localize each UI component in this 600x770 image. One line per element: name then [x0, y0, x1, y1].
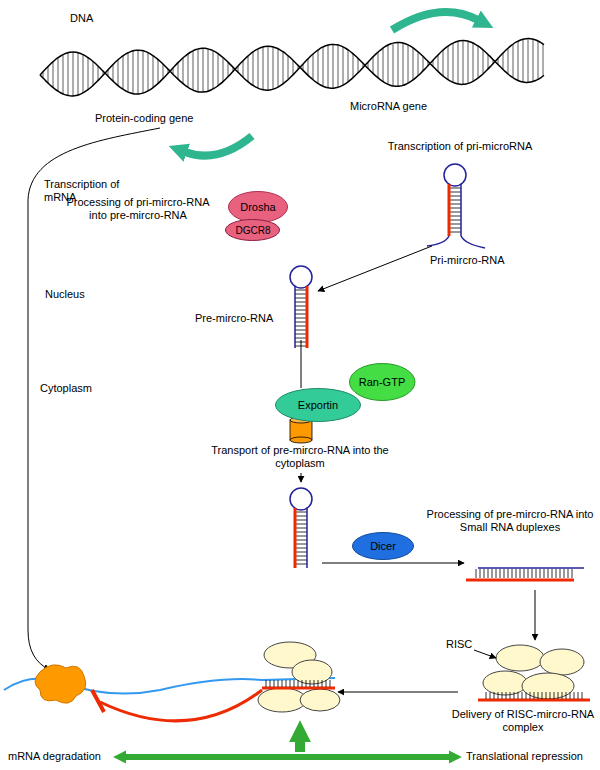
outcome-arrow	[295, 740, 305, 752]
node-shape	[349, 364, 414, 401]
step-label: Delivery of RISC-mircro-RNA complex	[448, 708, 598, 734]
node-shape	[353, 533, 414, 560]
delivery-arrow	[338, 692, 458, 693]
step-label: Processing of pre-mircro-RNA into Small …	[425, 508, 595, 534]
node-label: Dicer	[370, 540, 396, 553]
rna-duplex	[466, 568, 584, 580]
dna-helix	[40, 39, 544, 97]
exportin-protein: Exportin	[275, 388, 361, 422]
node-label: Exportin	[298, 399, 338, 412]
compartment-label: Cytoplasm	[40, 382, 92, 395]
node-label: DGCR8	[235, 224, 270, 237]
dicer-protein: Dicer	[352, 532, 414, 560]
hairpins	[290, 164, 485, 568]
transcription-arrow	[392, 12, 478, 30]
step-label: Transcription of pri-microRNA	[375, 140, 545, 153]
gene-label: Protein-coding gene	[95, 112, 225, 125]
outcome-arrow	[125, 754, 450, 760]
inhibition-bar	[92, 690, 104, 712]
node-shape	[6, 3, 594, 377]
node-label: Nucleus	[45, 288, 85, 301]
transport-arrow	[301, 473, 302, 482]
molecule-label: Pre-mircro-RNA	[195, 312, 287, 325]
inhibition-line	[100, 690, 262, 721]
transport-line	[301, 340, 302, 388]
process-arrow	[318, 246, 432, 291]
step-label: Processing of pri-mircro-RNA into pre-mi…	[58, 196, 218, 222]
molecule-label: Pri-mircro-RNA	[430, 254, 540, 267]
process-arrow	[322, 563, 464, 564]
complex-label: RISC	[446, 638, 472, 651]
outcome-label: mRNA degradation	[8, 750, 101, 763]
gene-label: MicroRNA gene	[350, 100, 460, 113]
node-shape	[276, 389, 361, 422]
structure-label: DNA	[70, 12, 93, 25]
ran-gtp-protein: Ran-GTP	[349, 363, 415, 401]
drosha-protein: Drosha	[228, 191, 288, 223]
dgcr8-protein: DGCR8	[225, 219, 280, 241]
node-shape	[229, 192, 288, 223]
node-label: Ran-GTP	[359, 376, 405, 389]
node-shape	[226, 220, 280, 241]
protein-product	[35, 665, 86, 703]
risc-complex	[478, 645, 590, 700]
outcome-label: Translational repression	[466, 750, 583, 763]
step-label: Transport of pre-mircro-RNA into the cyt…	[200, 444, 400, 470]
node-label: Drosha	[240, 201, 275, 214]
transcription-arrow	[185, 136, 252, 156]
ribosome-risc	[258, 642, 340, 712]
leader-arrow	[474, 650, 496, 658]
process-arrow	[535, 590, 536, 640]
